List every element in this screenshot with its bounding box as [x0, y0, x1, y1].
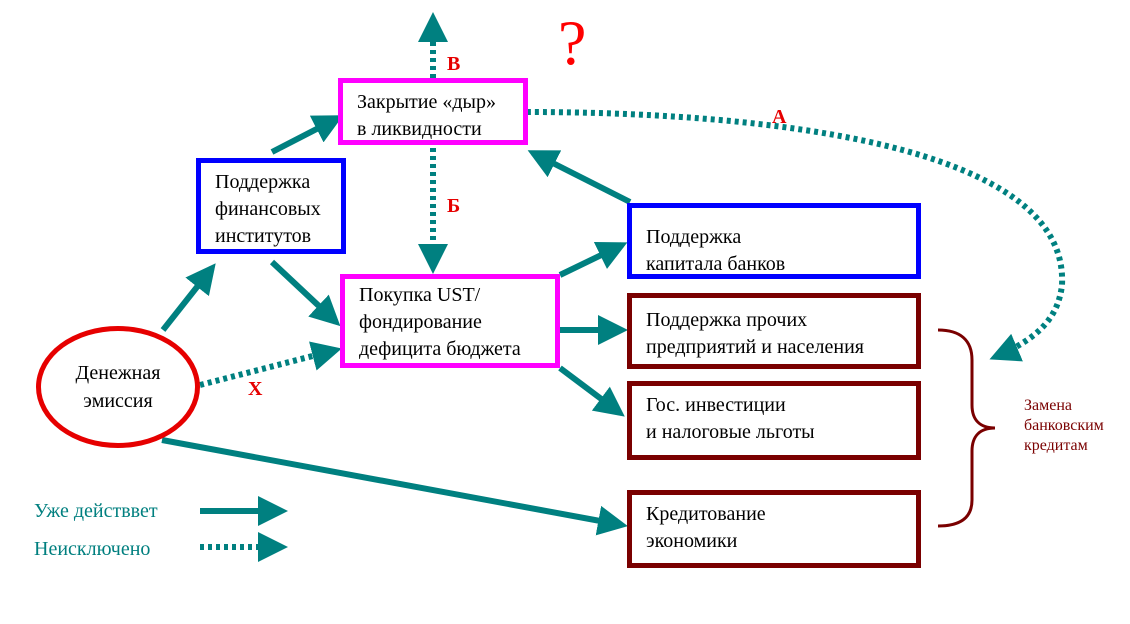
node-bank-capital-label: Поддержка капитала банков — [646, 226, 786, 275]
node-bank-capital: Поддержка капитала банков — [627, 203, 921, 279]
arrow-buy-ust-to-bank-capital — [558, 241, 628, 278]
node-support-fin: Поддержка финансовых институтов — [196, 158, 346, 254]
arrow-dotted-emission-to-buy-ust-x — [199, 341, 342, 388]
arrow-emission-to-lending — [161, 437, 628, 536]
node-support-fin-label: Поддержка финансовых институтов — [215, 171, 321, 247]
legend-solid-label: Уже действвет — [34, 500, 158, 522]
node-gov-invest: Гос. инвестиции и налоговые льготы — [627, 381, 921, 460]
arrow-dotted-closing-to-replacement-a — [526, 109, 1066, 362]
node-other-support: Поддержка прочих предприятий и населения — [627, 293, 921, 369]
curly-brace — [937, 328, 996, 528]
arrow-support-fin-to-closing — [270, 115, 344, 155]
arrow-buy-ust-to-gov-invest — [558, 365, 625, 417]
node-other-support-label: Поддержка прочих предприятий и населения — [646, 309, 864, 358]
replacement-note: Замена банковским кредитам — [1024, 397, 1104, 454]
arrow-support-fin-to-buy-ust — [269, 259, 341, 327]
question-mark: ? — [558, 7, 587, 78]
node-buy-ust-label: Покупка UST/ фондирование дефицита бюдже… — [359, 284, 521, 360]
node-buy-ust: Покупка UST/ фондирование дефицита бюдже… — [340, 274, 560, 368]
arrow-emission-to-support-fin — [160, 263, 216, 332]
node-lending-label: Кредитование экономики — [646, 503, 766, 552]
legend-dotted-label: Неисключено — [34, 538, 151, 560]
node-emission: Денежная эмиссия — [36, 326, 200, 448]
label-b: Б — [447, 195, 461, 217]
label-x: Х — [248, 378, 263, 400]
node-emission-label: Денежная эмиссия — [75, 362, 161, 412]
node-closing-gaps-label: Закрытие «дыр» в ликвидности — [357, 91, 496, 140]
node-gov-invest-label: Гос. инвестиции и налоговые льготы — [646, 394, 815, 443]
arrow-bank-capital-to-closing — [527, 150, 632, 205]
node-lending: Кредитование экономики — [627, 490, 921, 568]
label-v: В — [447, 53, 461, 75]
node-closing-gaps: Закрытие «дыр» в ликвидности — [338, 78, 528, 145]
label-a: А — [772, 106, 787, 128]
